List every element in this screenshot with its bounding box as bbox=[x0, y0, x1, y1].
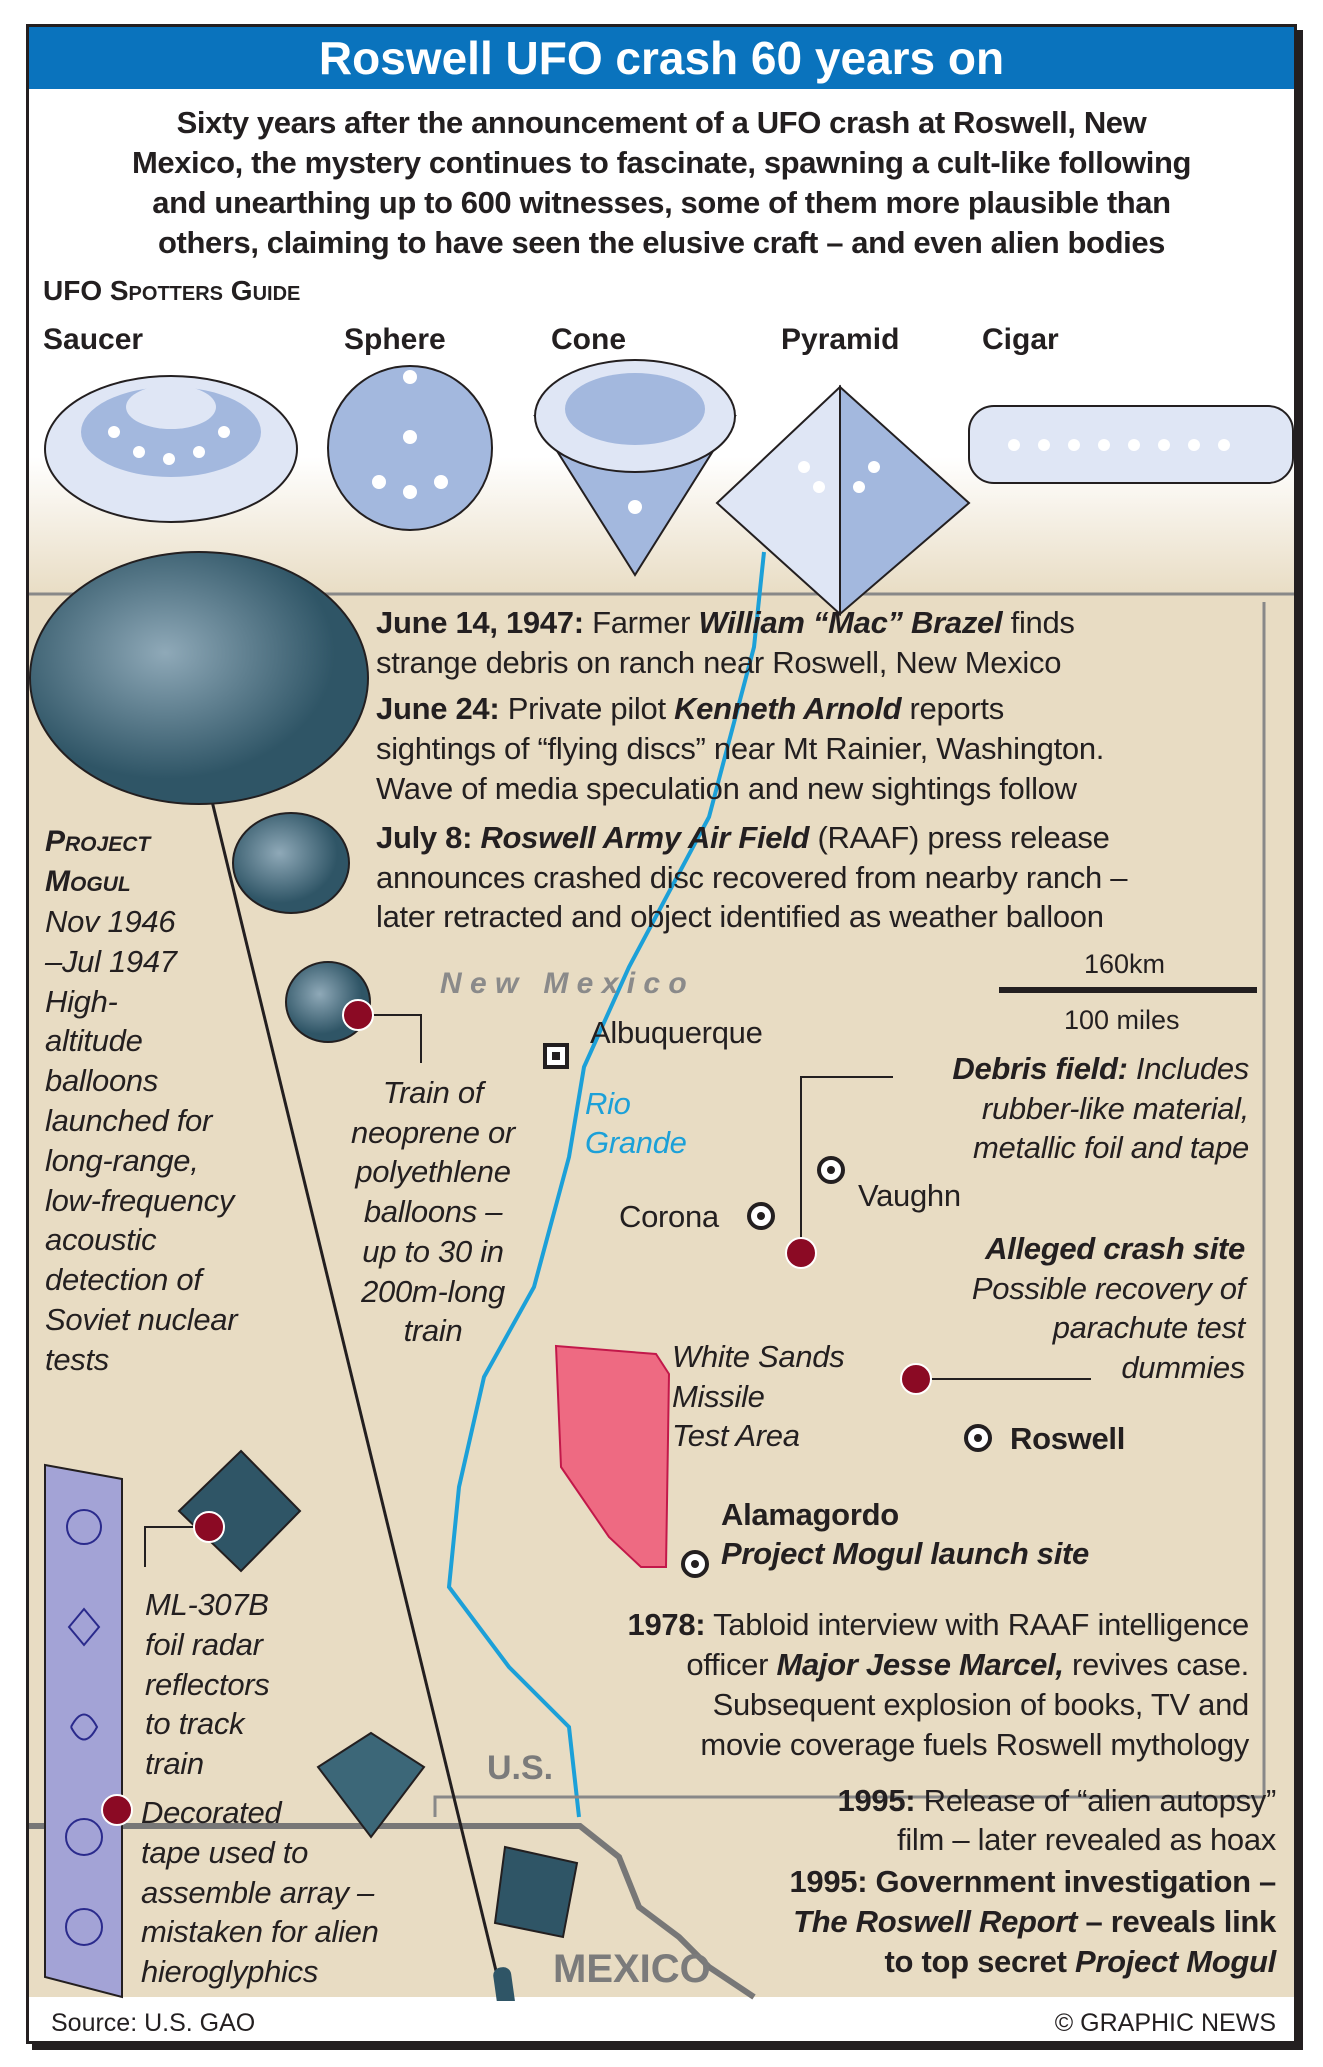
copyright: © GRAPHIC NEWS bbox=[1054, 2009, 1276, 2037]
decorated-tape bbox=[44, 1463, 123, 1999]
town-vaughn: Vaughn bbox=[858, 1178, 961, 1213]
weather-balloon bbox=[29, 551, 369, 805]
event-1947-06-14: June 14, 1947: Farmer William “Mac” Braz… bbox=[376, 605, 1075, 640]
illustration bbox=[29, 359, 1294, 2041]
us-mexico-border bbox=[29, 1823, 756, 2000]
shape-label-cigar: Cigar bbox=[982, 323, 1059, 356]
shape-label-cone: Cone bbox=[551, 323, 626, 356]
scale-miles: 100 miles bbox=[1064, 1005, 1180, 1035]
city-albuquerque: Albuquerque bbox=[590, 1015, 763, 1050]
town-corona: Corona bbox=[619, 1199, 719, 1234]
event-text: later retracted and object identified as… bbox=[376, 899, 1104, 934]
balloon-2 bbox=[232, 812, 350, 914]
state-label: N e w M e x i c o bbox=[440, 967, 687, 1000]
guide-heading: UFO Spotters Guide bbox=[43, 275, 301, 306]
country-us: U.S. bbox=[487, 1749, 554, 1787]
event-text: Wave of media speculation and new sighti… bbox=[376, 771, 1077, 806]
page-title: Roswell UFO crash 60 years on bbox=[29, 27, 1294, 89]
balloon-tether bbox=[209, 796, 508, 2013]
shape-label-pyramid: Pyramid bbox=[781, 323, 900, 356]
event-1947-07-08: July 8: Roswell Army Air Field (RAAF) pr… bbox=[376, 820, 1110, 855]
marker-dots bbox=[101, 999, 932, 1826]
white-sands-test-area bbox=[554, 1344, 671, 1568]
intro-line: and unearthing up to 600 witnesses, some… bbox=[152, 185, 1171, 220]
saucer-icon bbox=[44, 375, 298, 523]
country-mexico: MEXICO bbox=[553, 1947, 711, 1991]
town-roswell: Roswell bbox=[1010, 1421, 1126, 1456]
cone-icon bbox=[533, 359, 737, 577]
rio-grande-river bbox=[446, 551, 766, 1818]
map-background bbox=[29, 597, 1294, 1997]
radar-reflector bbox=[177, 1449, 302, 1573]
town-alamagordo: Alamagordo bbox=[721, 1497, 899, 1532]
source-credit: Source: U.S. GAO bbox=[51, 2009, 256, 2037]
pyramid-icon bbox=[715, 384, 971, 617]
infographic: Roswell UFO crash 60 years on Sixty year… bbox=[26, 24, 1297, 2044]
radar-reflector bbox=[493, 1845, 579, 1939]
shape-label-sphere: Sphere bbox=[344, 323, 446, 356]
event-text: announces crashed disc recovered from ne… bbox=[376, 860, 1128, 895]
event-1995-autopsy: 1995: Release of “alien autopsy”film – l… bbox=[837, 1783, 1277, 1857]
event-text: sightings of “flying discs” near Mt Rain… bbox=[376, 731, 1105, 766]
scale-km: 160km bbox=[1084, 949, 1166, 979]
intro-line: others, claiming to have seen the elusiv… bbox=[157, 225, 1165, 260]
launch-site-label: Project Mogul launch site bbox=[721, 1536, 1089, 1571]
event-1995-report: 1995: Government investigation – The Ros… bbox=[789, 1864, 1276, 1979]
sphere-icon bbox=[327, 365, 493, 531]
shape-label-saucer: Saucer bbox=[43, 323, 144, 356]
event-1978: 1978: Tabloid interview with RAAF intell… bbox=[627, 1607, 1250, 1762]
event-1947-06-24: June 24: Private pilot Kenneth Arnold re… bbox=[376, 691, 1004, 726]
intro-line: Sixty years after the announcement of a … bbox=[176, 105, 1147, 140]
event-text: strange debris on ranch near Roswell, Ne… bbox=[376, 645, 1062, 680]
radar-reflector bbox=[316, 1731, 426, 1839]
scale-bar bbox=[999, 987, 1257, 993]
intro-line: Mexico, the mystery continues to fascina… bbox=[131, 145, 1192, 180]
